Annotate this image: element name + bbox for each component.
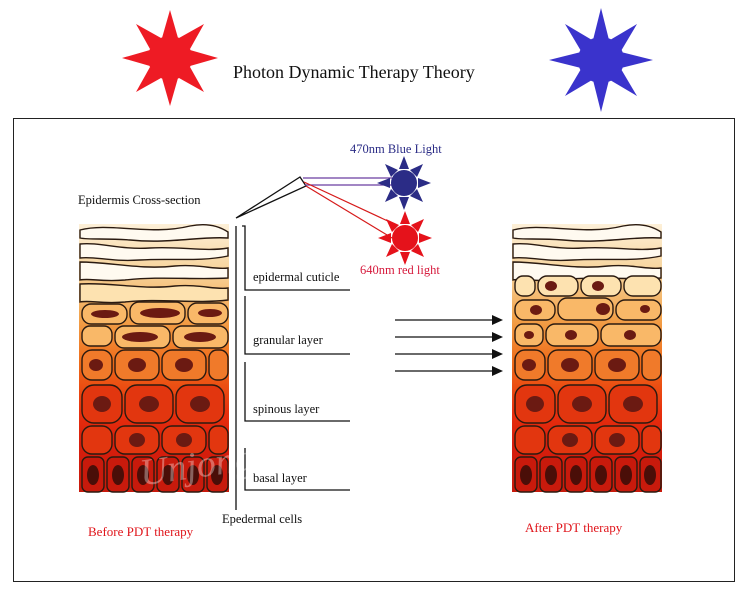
transition-arrows xyxy=(395,315,503,376)
before-caption: Before PDT therapy xyxy=(88,524,194,539)
layer-label-spinous: spinous layer xyxy=(253,402,320,416)
layer-brackets xyxy=(235,225,350,510)
layer-label-basal: basal layer xyxy=(253,471,307,485)
diagram-frame xyxy=(13,118,735,582)
light-beam-pointer xyxy=(235,176,393,239)
blue-light-icon xyxy=(377,156,431,210)
blue-light-label: 470nm Blue Light xyxy=(350,142,442,156)
blue-sun-icon xyxy=(549,8,653,112)
after-caption: After PDT therapy xyxy=(525,520,623,535)
cross-section-label: Epidermis Cross-section xyxy=(78,193,201,207)
layer-label-granular: granular layer xyxy=(253,333,323,347)
before-skin-block xyxy=(79,223,229,493)
red-sun-icon xyxy=(122,10,218,106)
red-light-icon xyxy=(378,211,432,265)
red-light-label: 640nm red light xyxy=(360,263,440,277)
page-title: Photon Dynamic Therapy Theory xyxy=(233,62,475,82)
layer-label-cuticle: epidermal cuticle xyxy=(253,270,340,284)
header-icons xyxy=(122,8,653,112)
after-skin-block xyxy=(512,223,662,493)
cells-label: Epedermal cells xyxy=(222,512,303,526)
